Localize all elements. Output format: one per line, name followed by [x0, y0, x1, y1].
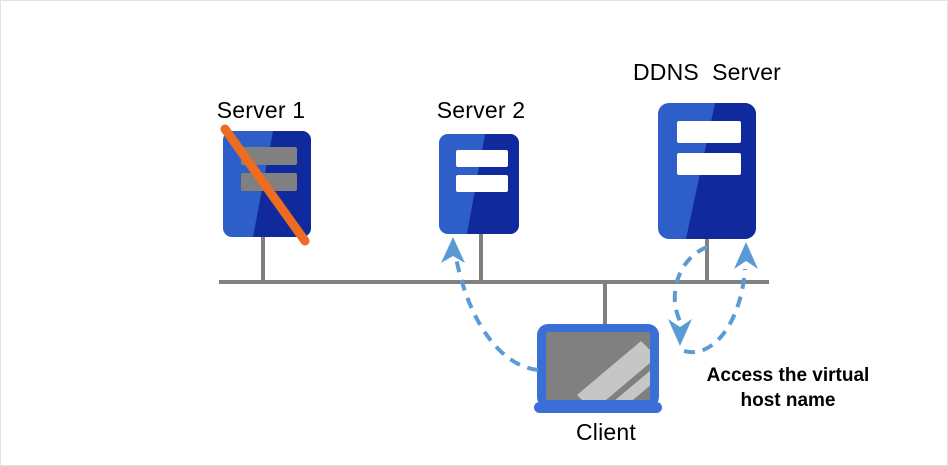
label-client: Client [575, 419, 636, 445]
link-ddns-up-arrowhead-icon [734, 242, 758, 269]
link-ddns-up-path [683, 268, 747, 355]
label-ddns-server: DDNS Server [632, 59, 782, 85]
link-client-to-server2-arrowhead-icon [441, 237, 465, 263]
server2-slot-bottom [456, 175, 508, 192]
link-client-to-server2-path [454, 257, 539, 372]
client-screen-glare-small [607, 365, 650, 400]
node-client-laptop[interactable] [534, 324, 665, 415]
ddns-slot-top [677, 121, 741, 143]
ddns-slot-bottom [677, 153, 741, 175]
annotation-access-virtual-host-name: Access the virtual host name [706, 365, 870, 411]
link-ddns-down-arrowhead-icon [668, 319, 692, 346]
node-server2[interactable] [439, 134, 519, 234]
label-server2: Server 2 [436, 97, 526, 123]
client-base [534, 402, 662, 413]
link-client-to-ddns [668, 242, 758, 355]
server2-slot-top [456, 150, 508, 167]
server1-disabled-strike-icon [220, 124, 310, 246]
link-client-to-server2 [441, 237, 539, 372]
server1-slot-top [241, 147, 297, 165]
label-server1: Server 1 [216, 97, 306, 123]
node-server1[interactable] [220, 124, 311, 246]
network-bus-group [219, 234, 769, 326]
client-screen-glare-large [577, 341, 650, 400]
node-ddns-server[interactable] [658, 103, 756, 239]
link-ddns-down-path [672, 245, 708, 324]
